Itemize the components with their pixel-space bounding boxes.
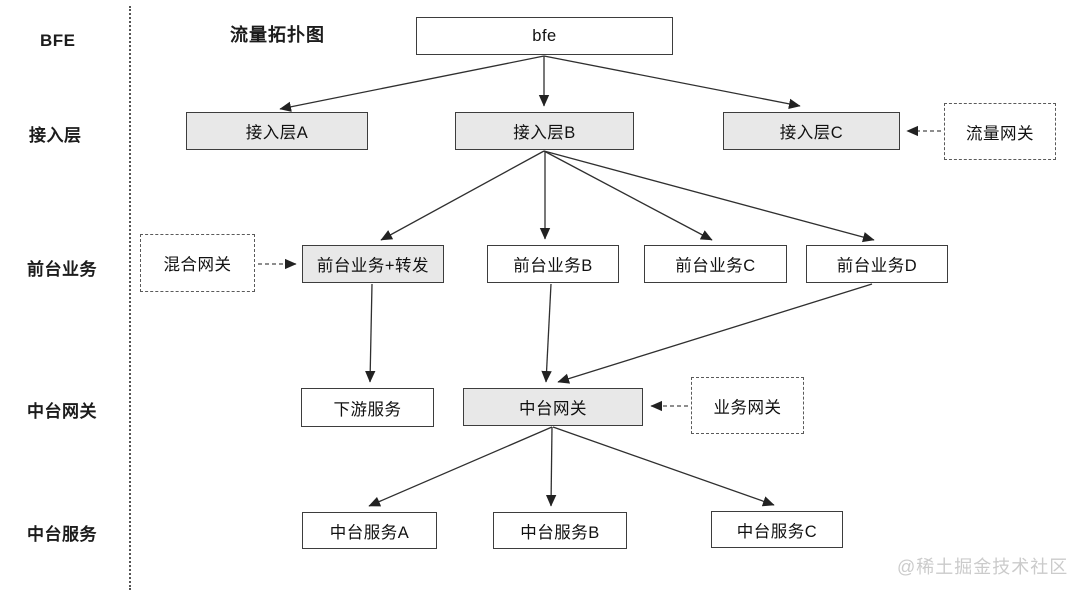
node-frontend-b: 前台业务B [487,245,619,283]
node-frontend-d: 前台业务D [806,245,948,283]
node-bfe: bfe [416,17,673,55]
edge-mid-gateway-to-service-c [552,426,775,507]
edge-mid-gateway-to-service-a [368,426,553,507]
row-label-frontend: 前台业务 [27,260,97,279]
row-label-divider [129,6,131,590]
node-traffic-gateway: 流量网关 [944,103,1056,160]
watermark: @稀土掘金技术社区 [897,557,1069,577]
node-frontend-forward: 前台业务+转发 [302,245,444,283]
node-frontend-c: 前台业务C [644,245,787,283]
edge-access-b-to-frontend-c [543,150,713,241]
node-downstream-service: 下游服务 [301,388,434,427]
node-hybrid-gateway: 混合网关 [140,234,255,292]
node-access-layer-a: 接入层A [186,112,368,150]
row-label-mid-service: 中台服务 [27,525,97,544]
edge-frontend-b-to-mid-gateway [541,283,552,383]
edge-access-b-to-frontend-d [543,150,875,243]
node-mid-gateway: 中台网关 [463,388,643,426]
diagram-title: 流量拓扑图 [230,25,325,45]
edge-mid-gateway-to-service-b [545,426,557,507]
edge-bfe-to-access-c [543,55,801,109]
row-label-bfe: BFE [40,31,76,50]
row-label-access: 接入层 [29,126,82,145]
edge-frontend-forward-to-downstream [365,283,376,383]
node-business-gateway: 业务网关 [691,377,804,434]
node-mid-service-b: 中台服务B [493,512,627,549]
node-access-layer-c: 接入层C [723,112,900,150]
edge-bfe-to-access-a [279,55,545,112]
node-access-layer-b: 接入层B [455,112,634,150]
node-mid-service-c: 中台服务C [711,511,843,548]
row-label-mid-gateway: 中台网关 [27,402,97,421]
edge-access-b-to-frontend-forward [380,150,545,241]
edge-frontend-d-to-mid-gateway [557,283,873,384]
node-mid-service-a: 中台服务A [302,512,437,549]
